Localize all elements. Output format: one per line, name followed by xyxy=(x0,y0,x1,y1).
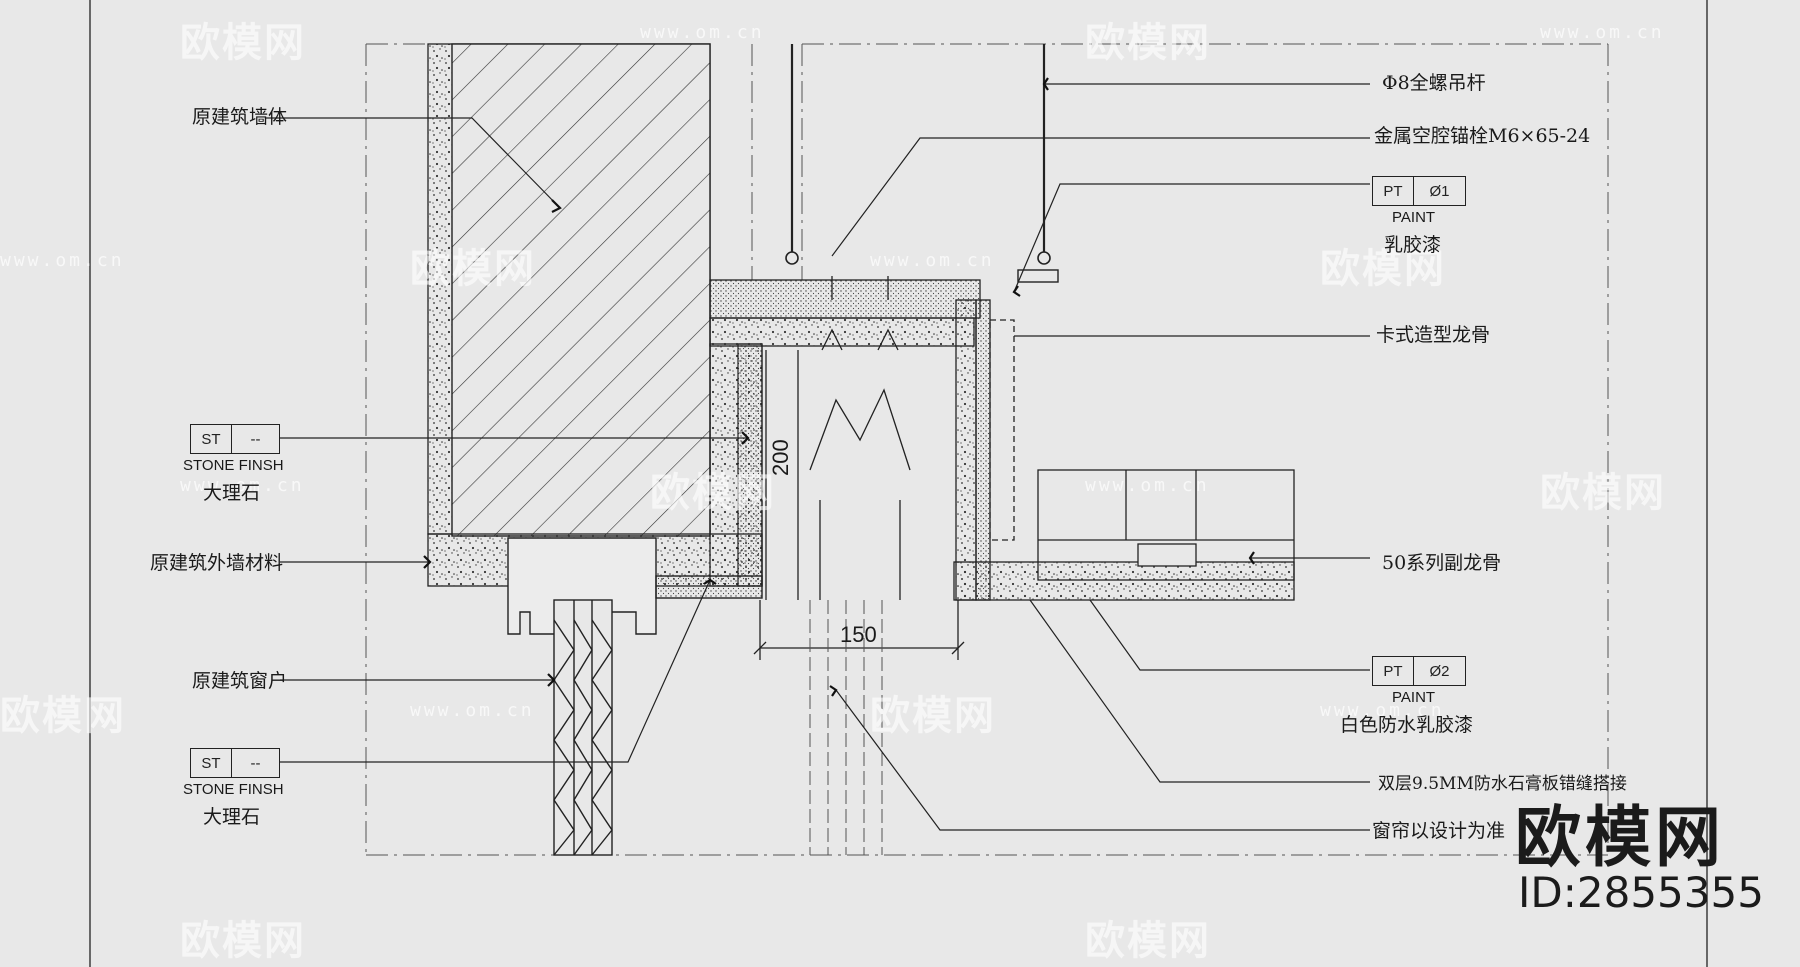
paint-02-word: PAINT xyxy=(1392,689,1436,706)
stone-02-number: -- xyxy=(250,754,261,772)
original-wall xyxy=(427,43,975,587)
stone-01-word: STONE FINSH xyxy=(183,457,284,474)
watermark-url: www.om.cn xyxy=(1320,700,1445,721)
watermark-brand: 欧模网 xyxy=(180,918,306,964)
watermark-url: www.om.cn xyxy=(0,250,125,271)
paint-02-name: 白色防水乳胶漆 xyxy=(1340,714,1474,736)
label-sub-keel: 50系列副龙骨 xyxy=(1382,552,1502,574)
dimension-200: 200 xyxy=(768,439,793,476)
dimension-150: 150 xyxy=(840,622,877,647)
label-anchor-bolt: 金属空腔锚栓M6×65-24 xyxy=(1374,125,1591,147)
watermark-brand: 欧模网 xyxy=(180,20,306,66)
watermark-brand: 欧模网 xyxy=(870,693,996,739)
watermark-brand: 欧模网 xyxy=(1085,20,1211,66)
stone-01-number: -- xyxy=(250,430,261,448)
paint-01-name: 乳胶漆 xyxy=(1384,234,1442,256)
watermark-url: www.om.cn xyxy=(870,250,995,271)
watermark-url: www.om.cn xyxy=(1540,22,1665,43)
curtain-track xyxy=(765,276,911,600)
ceiling-bulkhead xyxy=(709,279,1295,601)
watermark-url: www.om.cn xyxy=(180,475,305,496)
paint-02-code: PT xyxy=(1373,657,1414,685)
frame-lines xyxy=(89,0,1708,967)
dimension-lines xyxy=(753,350,965,660)
stone-02-code: ST xyxy=(191,749,232,777)
stone-02-word: STONE FINSH xyxy=(183,781,284,798)
stone-02-tag: ST -- xyxy=(190,748,280,778)
watermark-brand: 欧模网 xyxy=(650,470,776,516)
watermark-url: www.om.cn xyxy=(410,700,535,721)
paint-01-tag: PT Ø1 xyxy=(1372,176,1466,206)
stone-01-code: ST xyxy=(191,425,232,453)
watermark-url: www.om.cn xyxy=(640,22,765,43)
paint-02-tag: PT Ø2 xyxy=(1372,656,1466,686)
stone-01-name: 大理石 xyxy=(203,482,261,504)
brand-id: ID:2855355 xyxy=(1518,868,1764,917)
window-frame xyxy=(507,537,763,856)
paint-01-code: PT xyxy=(1373,177,1414,205)
hanging-rods xyxy=(785,44,1059,283)
label-original-window: 原建筑窗户 xyxy=(192,670,288,692)
stone-02-name: 大理石 xyxy=(203,806,261,828)
stone-01-tag: ST -- xyxy=(190,424,280,454)
label-hanging-rod: Φ8全螺吊杆 xyxy=(1382,72,1486,94)
paint-01-number: Ø1 xyxy=(1429,182,1450,200)
watermark-brand: 欧模网 xyxy=(1540,470,1666,516)
label-keel: 卡式造型龙骨 xyxy=(1376,324,1491,346)
arrow-ticks xyxy=(423,77,1255,697)
label-original-exterior-wall: 原建筑外墙材料 xyxy=(150,552,284,574)
watermark-brand: 欧模网 xyxy=(0,693,126,739)
watermark-brand: 欧模网 xyxy=(1320,246,1446,292)
paint-02-number: Ø2 xyxy=(1429,662,1450,680)
brand-watermark: 欧模网 xyxy=(1515,799,1725,876)
label-curtain: 窗帘以设计为准 xyxy=(1372,820,1506,842)
watermark-brand: 欧模网 xyxy=(410,246,536,292)
label-gypsum-board: 双层9.5MM防水石膏板错缝搭接 xyxy=(1378,774,1627,794)
label-original-wall: 原建筑墙体 xyxy=(192,106,288,128)
leader-lines xyxy=(266,83,1370,831)
watermark-brand: 欧模网 xyxy=(1085,918,1211,964)
paint-01-word: PAINT xyxy=(1392,209,1436,226)
watermark-url: www.om.cn xyxy=(1085,475,1210,496)
